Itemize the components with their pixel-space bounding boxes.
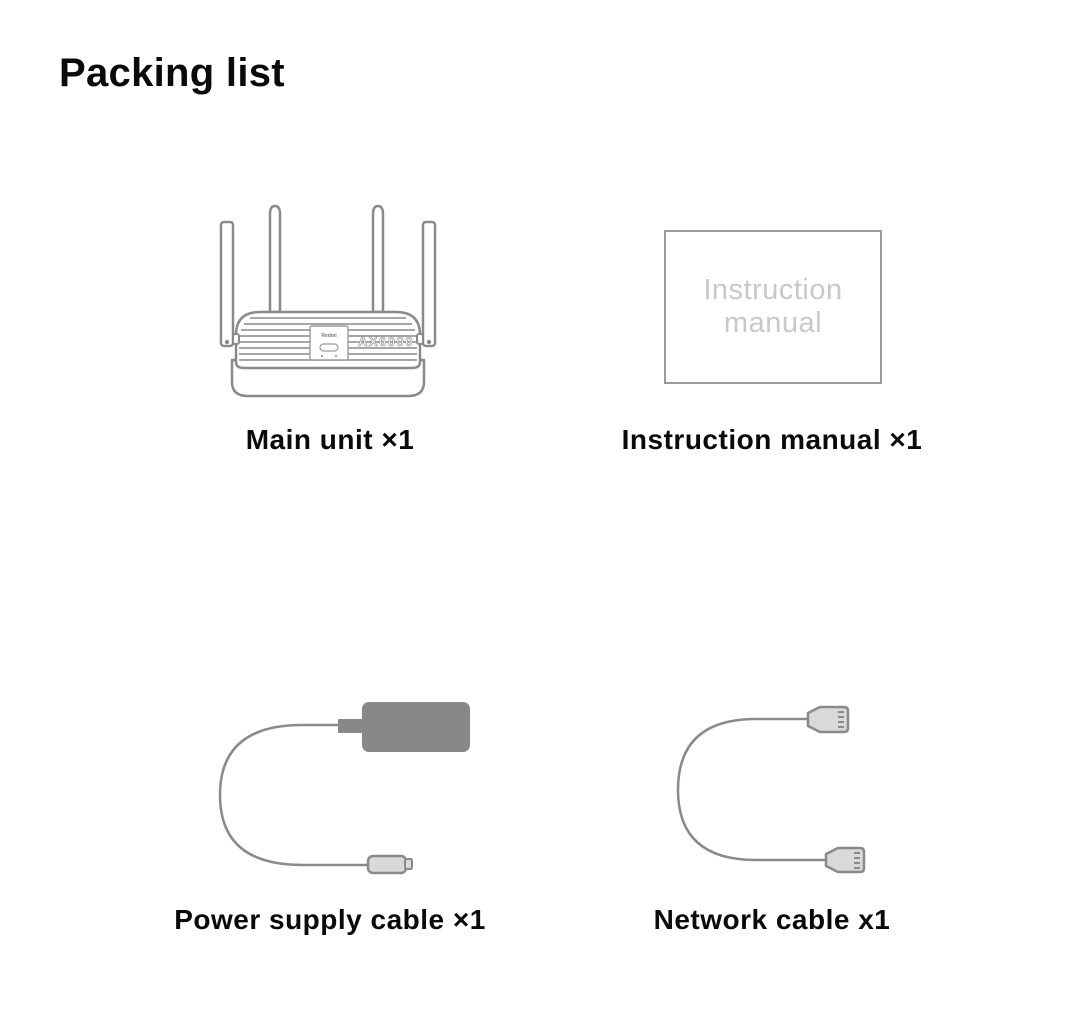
power-adapter-icon (218, 702, 470, 875)
page-title: Packing list (59, 51, 285, 95)
manual-cover-text: Instruction manual (703, 274, 843, 339)
network-cable-icon (676, 705, 866, 874)
manual-icon: Instruction manual (664, 230, 882, 384)
main-unit-caption: Main unit ×1 (245, 424, 415, 455)
router-model-label: AX6000 (358, 334, 414, 349)
router-icon: Redmi AX6000 (219, 204, 437, 398)
network-cable-caption: Network cable x1 (653, 904, 891, 935)
instruction-manual-caption: Instruction manual ×1 (621, 424, 923, 455)
power-supply-cable-caption: Power supply cable ×1 (174, 904, 486, 935)
router-brand-label: Redmi (321, 333, 337, 339)
